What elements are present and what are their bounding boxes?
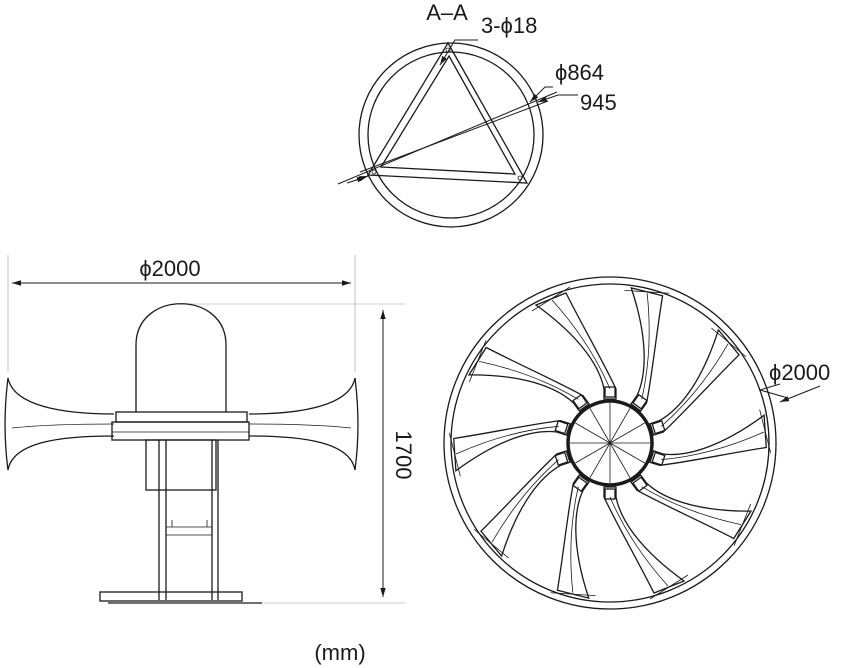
dim-line-945 bbox=[359, 100, 549, 173]
hub-spokes bbox=[570, 403, 650, 483]
dim-line-864 bbox=[337, 91, 558, 185]
horn-array bbox=[448, 286, 772, 600]
leader-864 bbox=[529, 86, 553, 103]
hub-ring bbox=[566, 399, 654, 487]
holes-label: 3-ϕ18 bbox=[481, 13, 537, 38]
section-a-a-view: A–A 3-ϕ18 ϕ864 945 bbox=[337, 0, 617, 228]
hub-spoke bbox=[609, 408, 631, 444]
horn bbox=[531, 286, 617, 400]
hub-spoke bbox=[575, 422, 611, 444]
beacon-dome bbox=[135, 303, 227, 412]
horn bbox=[603, 486, 689, 600]
hub-spoke bbox=[589, 408, 611, 444]
horn bbox=[550, 474, 596, 600]
housing-top-plate bbox=[115, 411, 248, 423]
leader-holes bbox=[439, 39, 478, 66]
height-label: 1700 bbox=[391, 431, 416, 480]
inner-diameter-label: ϕ864 bbox=[555, 60, 604, 85]
hub-spoke bbox=[609, 422, 645, 444]
section-title: A–A bbox=[426, 0, 468, 25]
horn bbox=[649, 327, 747, 436]
horn bbox=[624, 286, 670, 412]
left-horn bbox=[4, 377, 115, 471]
hub-spoke bbox=[575, 442, 611, 464]
horn bbox=[649, 409, 772, 467]
top-inner-ring bbox=[450, 283, 770, 603]
horn bbox=[473, 450, 571, 559]
side-view: ϕ2000 1700 bbox=[4, 255, 416, 604]
hub-spoke bbox=[609, 442, 631, 478]
inner-ring bbox=[367, 51, 535, 219]
leader-945 bbox=[537, 94, 578, 103]
hub-spoke bbox=[589, 442, 611, 478]
top-diameter-leader bbox=[779, 385, 821, 403]
outer-ring bbox=[358, 42, 544, 228]
units-label: (mm) bbox=[314, 640, 365, 665]
hub-spoke bbox=[609, 442, 645, 464]
horn bbox=[448, 419, 571, 477]
housing-body bbox=[111, 421, 250, 441]
horn bbox=[467, 340, 590, 412]
right-horn bbox=[248, 377, 359, 471]
top-diameter-label: ϕ2000 bbox=[769, 360, 830, 385]
chord-label: 945 bbox=[580, 90, 617, 115]
width-label: ϕ2000 bbox=[139, 256, 200, 281]
stand bbox=[99, 439, 262, 604]
top-view: ϕ2000 bbox=[443, 276, 830, 610]
base-plate bbox=[99, 591, 243, 602]
horn bbox=[630, 474, 753, 546]
top-outer-ring bbox=[443, 276, 777, 610]
